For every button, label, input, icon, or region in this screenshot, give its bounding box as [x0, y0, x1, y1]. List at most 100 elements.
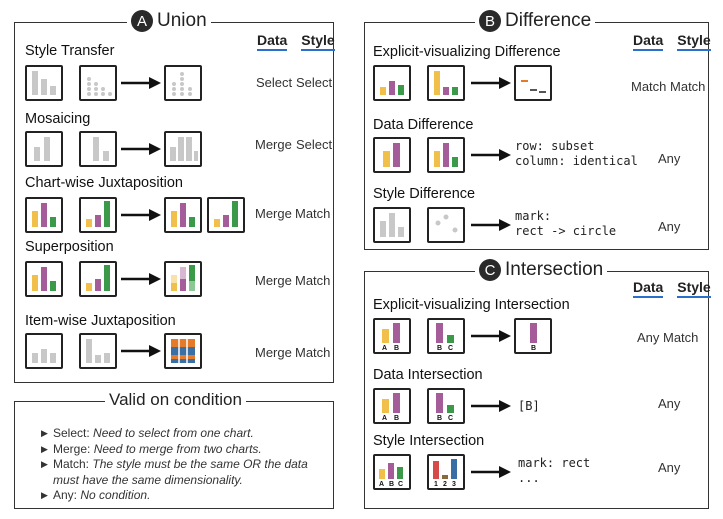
difference-data-header: Data	[633, 32, 664, 51]
intersection-letter-badge: C	[479, 259, 501, 281]
union-style-header: Style	[301, 32, 335, 51]
gray-bar-chart-icon	[25, 131, 63, 167]
union-data-value: Select	[256, 75, 293, 90]
union-row-title: Item-wise Juxtaposition	[25, 313, 176, 329]
intersection-data-header: Data	[633, 279, 664, 298]
difference-row-title: Data Difference	[373, 117, 474, 133]
union-row-title: Superposition	[25, 239, 114, 255]
labeled-bar-chart-icon: A B C	[373, 454, 411, 490]
union-style-value: Match	[295, 345, 331, 360]
scatter-chart-icon	[427, 207, 465, 243]
gray-bar-chart-icon	[25, 333, 63, 369]
union-data-header: Data	[257, 32, 288, 51]
union-data-value: Merge	[255, 273, 292, 288]
color-bar-chart-icon	[207, 197, 245, 233]
color-bar-chart-icon	[427, 137, 465, 173]
intersection-value: Any	[658, 460, 681, 475]
color-bar-chart-icon	[373, 137, 411, 173]
intersection-style-value: Match	[663, 330, 699, 345]
difference-value: Match Match	[631, 79, 706, 94]
union-row-title: Mosaicing	[25, 111, 91, 127]
dot-column-chart-icon	[164, 65, 202, 101]
arrow-icon	[471, 400, 511, 412]
color-bar-chart-icon	[164, 197, 202, 233]
color-bar-chart-icon	[373, 65, 411, 101]
color-bar-chart-icon	[25, 261, 63, 297]
gray-bar-chart-icon	[79, 131, 117, 167]
union-style-value: Select	[296, 75, 333, 90]
union-style-value: Match	[295, 273, 331, 288]
difference-title-text: Difference	[505, 10, 592, 31]
superposed-bar-chart-icon	[164, 261, 202, 297]
arrow-icon	[471, 77, 511, 89]
intersection-value: Any	[658, 396, 681, 411]
arrow-icon	[121, 209, 161, 221]
union-data-value: Merge	[255, 345, 292, 360]
intersection-style-header: Style	[677, 279, 711, 298]
difference-column-headers: Data Style	[623, 32, 711, 51]
arrow-icon	[121, 273, 161, 285]
labeled-bar-chart-icon: 1 2 3	[427, 454, 465, 490]
merged-gray-bar-chart-icon	[164, 131, 202, 167]
arrow-icon	[471, 330, 511, 342]
arrow-icon	[471, 149, 511, 161]
arrow-icon	[121, 77, 161, 89]
arrow-icon	[471, 219, 511, 231]
intersection-row-title: Explicit-visualizing Intersection	[373, 297, 570, 313]
legend-title: Valid on condition	[105, 390, 246, 410]
difference-style-header: Style	[677, 32, 711, 51]
stacked-bar-chart-icon	[164, 333, 202, 369]
color-bar-chart-icon	[79, 197, 117, 233]
union-row-title: Chart-wise Juxtaposition	[25, 175, 183, 191]
legend-item: Match: The style must be the same OR the…	[41, 457, 329, 488]
difference-value: Any	[658, 219, 681, 234]
color-bar-chart-icon	[79, 261, 117, 297]
union-data-value: Merge	[255, 206, 292, 221]
intersection-row-title: Style Intersection	[373, 433, 485, 449]
intersection-data-value: Any	[637, 330, 660, 345]
intersection-panel: C Intersection Data Style Explicit-visua…	[364, 259, 711, 509]
legend-panel: Valid on condition Select: Need to selec…	[14, 390, 334, 509]
intersection-title-text: Intersection	[505, 259, 604, 280]
difference-row-title: Explicit-visualizing Difference	[373, 44, 561, 60]
color-bar-chart-icon	[25, 197, 63, 233]
arrow-icon	[121, 345, 161, 357]
difference-value: Any	[658, 151, 681, 166]
difference-code: mark:rect -> circle	[515, 209, 617, 238]
labeled-bar-chart-icon: B C	[427, 318, 465, 354]
legend-item: Any: No condition.	[41, 488, 329, 504]
union-column-headers: Data Style	[247, 32, 335, 51]
color-bar-chart-icon	[427, 65, 465, 101]
union-style-value: Match	[295, 206, 331, 221]
difference-chart-icon	[514, 65, 552, 101]
union-data-value: Merge	[255, 137, 292, 152]
legend-list: Select: Need to select from one chart. M…	[41, 426, 329, 504]
intersection-code: mark: rect...	[518, 456, 591, 485]
gray-bar-chart-icon	[25, 65, 63, 101]
intersection-code: [B]	[518, 399, 540, 413]
gray-bar-chart-icon	[79, 333, 117, 369]
difference-panel: B Difference Data Style Explicit-visuali…	[364, 10, 711, 250]
difference-title: B Difference	[475, 10, 596, 32]
arrow-icon	[121, 143, 161, 155]
intersection-column-headers: Data Style	[623, 279, 711, 298]
legend-item: Merge: Need to merge from two charts.	[41, 442, 329, 458]
difference-row-title: Style Difference	[373, 186, 476, 202]
difference-letter-badge: B	[479, 10, 501, 32]
union-title: A Union	[127, 10, 211, 32]
labeled-bar-chart-icon: A B	[373, 318, 411, 354]
intersection-row-title: Data Intersection	[373, 367, 483, 383]
labeled-bar-chart-icon: A B	[373, 388, 411, 424]
union-letter-badge: A	[131, 10, 153, 32]
labeled-bar-chart-icon: B C	[427, 388, 465, 424]
arrow-icon	[471, 466, 511, 478]
legend-item: Select: Need to select from one chart.	[41, 426, 329, 442]
union-style-value: Select	[296, 137, 333, 152]
gray-bar-chart-icon	[373, 207, 411, 243]
union-title-text: Union	[157, 10, 207, 31]
union-row-title: Style Transfer	[25, 43, 115, 59]
dot-chart-icon	[79, 65, 117, 101]
union-panel: A Union Data Style Style Transfer	[14, 10, 335, 383]
labeled-bar-chart-icon: B	[514, 318, 552, 354]
